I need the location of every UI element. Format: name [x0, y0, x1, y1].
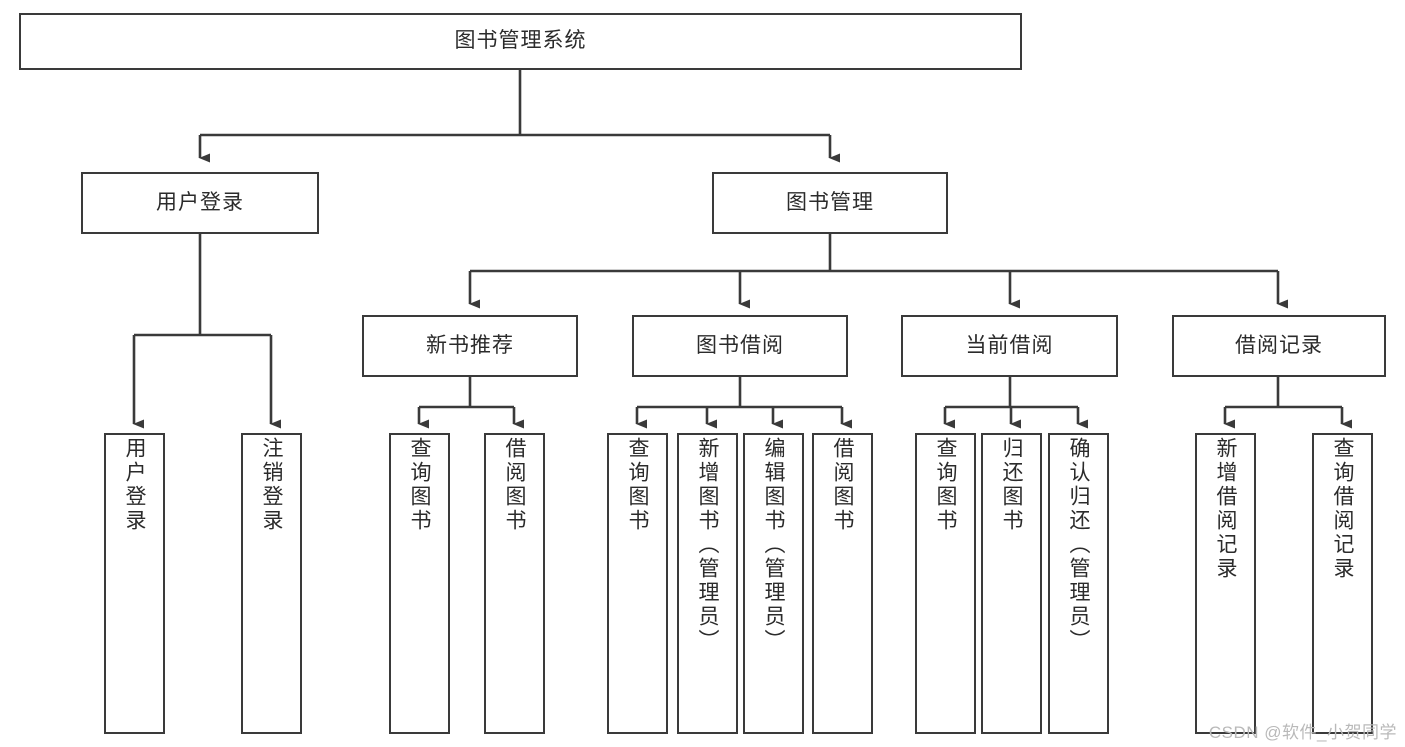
node-book-manage-label: 图书管理 — [786, 190, 874, 214]
leaf-confirm-return-label: 确认归还（管理员） — [1067, 437, 1090, 653]
node-user-login[interactable]: 用户登录 — [81, 172, 319, 234]
watermark: CSDN @软件_小贺同学 — [1208, 723, 1397, 742]
leaf-add-record[interactable]: 新增借阅记录 — [1195, 433, 1256, 734]
leaf-add-book-label: 新增图书（管理员） — [696, 437, 719, 653]
node-current-borrow-label: 当前借阅 — [965, 333, 1054, 357]
leaf-user-login[interactable]: 用户登录 — [104, 433, 165, 734]
leaf-edit-book-label: 编辑图书（管理员） — [762, 437, 785, 653]
leaf-query-book-3-label: 查询图书 — [934, 437, 957, 533]
node-user-login-label: 用户登录 — [156, 190, 244, 214]
leaf-query-book-3[interactable]: 查询图书 — [915, 433, 976, 734]
node-book-borrow[interactable]: 图书借阅 — [632, 315, 848, 377]
node-root-label: 图书管理系统 — [454, 29, 587, 53]
leaf-return-book-label: 归还图书 — [1000, 437, 1023, 533]
leaf-query-record[interactable]: 查询借阅记录 — [1312, 433, 1373, 734]
leaf-borrow-book-2-label: 借阅图书 — [831, 437, 854, 533]
leaf-query-book-2-label: 查询图书 — [626, 437, 649, 533]
node-current-borrow[interactable]: 当前借阅 — [901, 315, 1118, 377]
node-book-manage[interactable]: 图书管理 — [712, 172, 948, 234]
leaf-logout[interactable]: 注销登录 — [241, 433, 302, 734]
leaf-add-book[interactable]: 新增图书（管理员） — [677, 433, 738, 734]
leaf-edit-book[interactable]: 编辑图书（管理员） — [743, 433, 804, 734]
leaf-borrow-book-2[interactable]: 借阅图书 — [812, 433, 873, 734]
node-root[interactable]: 图书管理系统 — [19, 13, 1022, 70]
leaf-query-record-label: 查询借阅记录 — [1331, 437, 1354, 581]
node-borrow-record[interactable]: 借阅记录 — [1172, 315, 1386, 377]
leaf-confirm-return[interactable]: 确认归还（管理员） — [1048, 433, 1109, 734]
leaf-add-record-label: 新增借阅记录 — [1214, 437, 1237, 581]
node-borrow-record-label: 借阅记录 — [1235, 333, 1323, 357]
node-book-borrow-label: 图书借阅 — [696, 333, 784, 357]
leaf-return-book[interactable]: 归还图书 — [981, 433, 1042, 734]
node-new-book-recommend-label: 新书推荐 — [426, 333, 514, 357]
leaf-query-book-1-label: 查询图书 — [408, 437, 431, 533]
leaf-user-login-label: 用户登录 — [123, 437, 146, 533]
leaf-query-book-2[interactable]: 查询图书 — [607, 433, 668, 734]
leaf-borrow-book-1[interactable]: 借阅图书 — [484, 433, 545, 734]
leaf-borrow-book-1-label: 借阅图书 — [503, 437, 526, 533]
leaf-logout-label: 注销登录 — [260, 437, 283, 533]
leaf-query-book-1[interactable]: 查询图书 — [389, 433, 450, 734]
node-new-book-recommend[interactable]: 新书推荐 — [362, 315, 578, 377]
